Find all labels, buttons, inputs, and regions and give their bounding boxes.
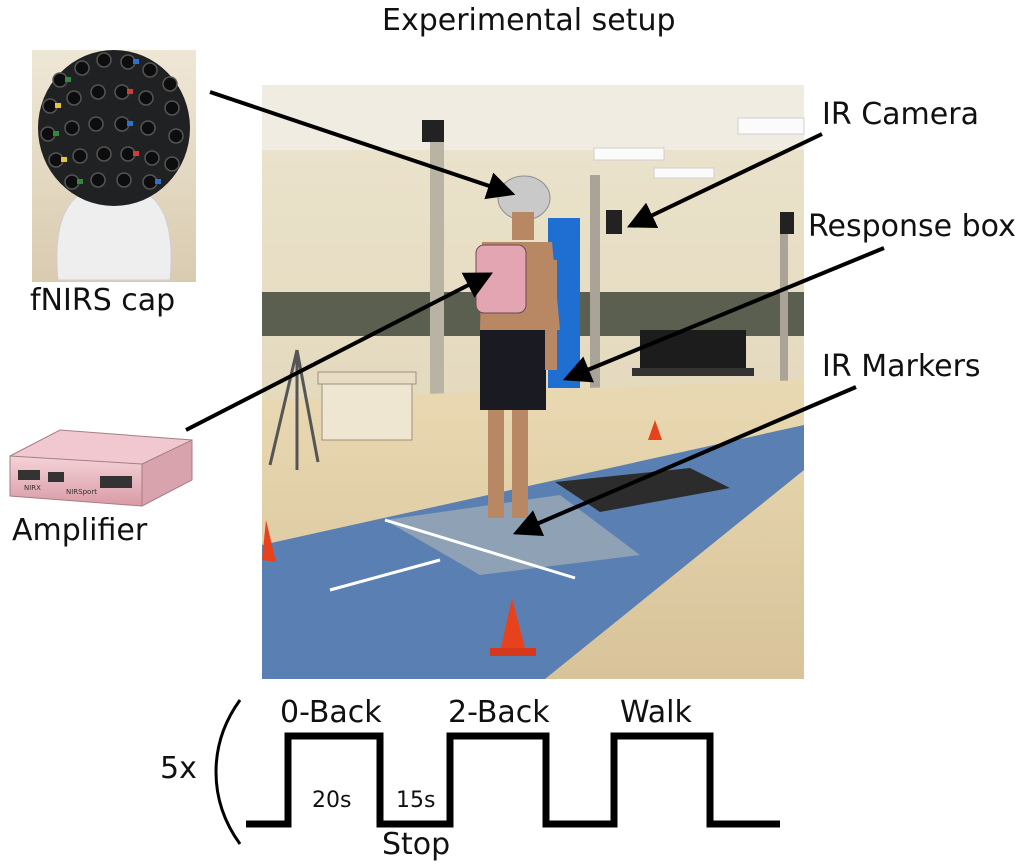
arrow-ir-camera (626, 132, 823, 228)
cap-optode (114, 84, 130, 100)
cap-optode (48, 152, 64, 168)
cap-optode (96, 146, 112, 162)
cap-optode-tag (77, 179, 83, 184)
cap-optode-tag (65, 77, 71, 82)
cap-optode (88, 116, 104, 132)
cap-optode (140, 120, 156, 136)
cap-optode (142, 174, 158, 190)
arrow-amplifier (185, 272, 493, 432)
cap-optode (142, 62, 158, 78)
block-label-0-back: 0-Back (280, 695, 382, 730)
cap-optode (66, 90, 82, 106)
arrows (185, 90, 885, 537)
arrow-cap (209, 90, 516, 200)
cap-optode-tag (55, 103, 61, 108)
label-response-box: Response box (808, 209, 1016, 244)
cap-optode (120, 54, 136, 70)
cap-optode (72, 148, 88, 164)
cap-optode (96, 52, 112, 68)
block-label-walk: Walk (620, 695, 692, 730)
label-amplifier: Amplifier (12, 513, 148, 548)
lab-photo (262, 85, 805, 679)
block-waveform (246, 732, 780, 828)
cap-optode-tag (127, 89, 133, 94)
cap-optode (40, 126, 56, 142)
rest-label: Stop (382, 827, 451, 862)
cap-optode (168, 128, 184, 144)
cap-optode (164, 156, 180, 172)
cap-optode-tag (53, 131, 59, 136)
arrow-ir-markers (512, 385, 857, 537)
arrow-response-box (562, 246, 885, 383)
label-ir-camera: IR Camera (822, 97, 979, 132)
amplifier-brand: NIRX (24, 484, 41, 492)
label-ir-markers: IR Markers (822, 349, 981, 384)
cap-optode (74, 60, 90, 76)
cap-optode (116, 172, 132, 188)
cap-optode (144, 150, 160, 166)
cap-optodes (40, 52, 184, 190)
cap-optode (90, 172, 106, 188)
cap-optode-tag (133, 59, 139, 64)
repeat-bracket (214, 699, 242, 845)
amplifier-model: NIRSport (66, 488, 97, 496)
rest-duration-label: 15s (396, 788, 436, 813)
label-fnirs-cap: fNIRS cap (30, 283, 176, 318)
cap-optode-tag (127, 121, 133, 126)
cap-optode (138, 90, 154, 106)
cap-optode (164, 100, 180, 116)
cap-optode (90, 84, 106, 100)
block-label-2-back: 2-Back (448, 695, 550, 730)
cap-optode (64, 120, 80, 136)
cap-optode-tag (133, 151, 139, 156)
cap-optode-tag (155, 179, 161, 184)
repeat-count: 5x (160, 751, 197, 786)
cap-optode (120, 146, 136, 162)
cap-optode (114, 116, 130, 132)
cap-optode (52, 72, 68, 88)
timeline (214, 699, 780, 845)
page-title: Experimental setup (382, 3, 676, 38)
amplifier-device: NIRX NIRSport (9, 429, 193, 507)
active-duration-label: 20s (312, 788, 352, 813)
cap-optode-tag (61, 157, 67, 162)
cap-optode (162, 76, 178, 92)
cap-optode (42, 98, 58, 114)
cap-optode (64, 174, 80, 190)
